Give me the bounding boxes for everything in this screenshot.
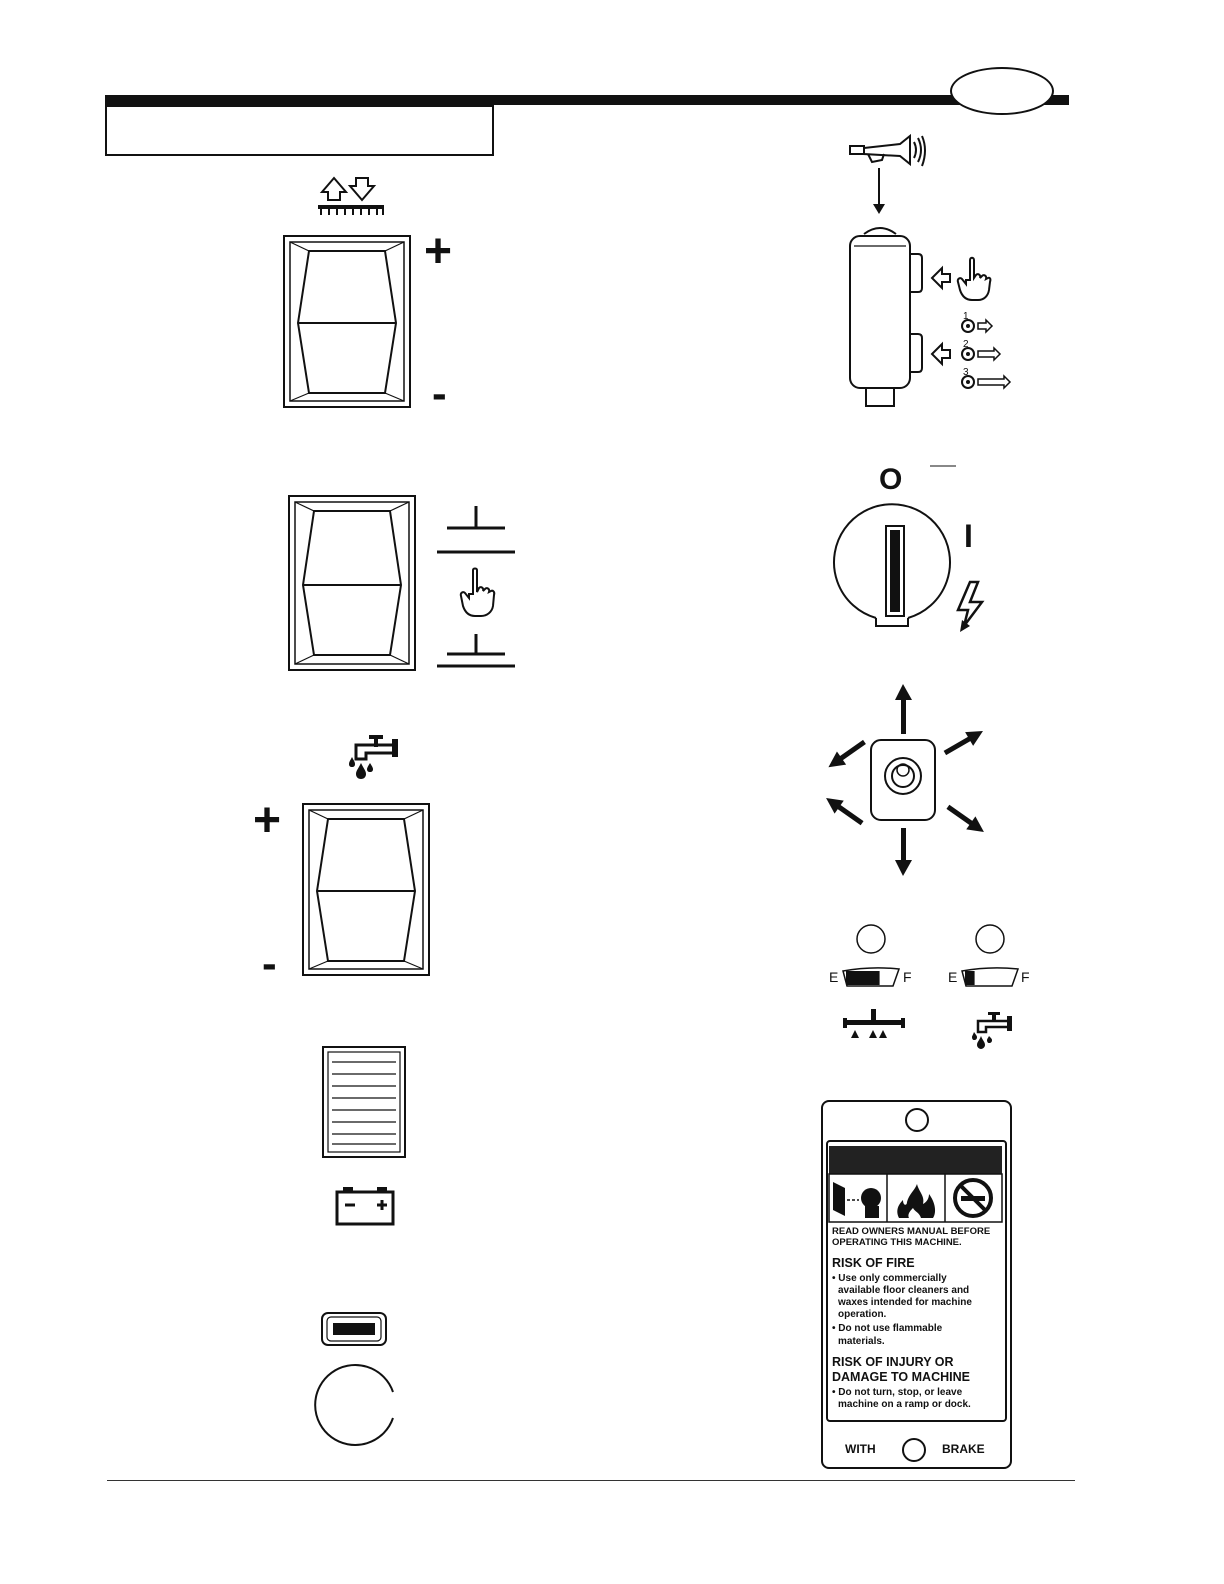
recovery-tank-indicator-light <box>856 924 886 954</box>
decal-fire-bullet-1c: waxes intended for machine <box>838 1297 972 1308</box>
decal-fire-bullet-1a: • Use only commercially <box>832 1273 947 1284</box>
decal-fire-bullet-1d: operation. <box>838 1309 887 1320</box>
squeegee-up-down-icon <box>437 506 515 668</box>
recovery-gauge-full-label: F <box>903 969 912 985</box>
footer-rule <box>107 1480 1075 1481</box>
battery-charge-meter <box>322 1046 406 1158</box>
decal-text-block: READ OWNERS MANUAL BEFORE OPERATING THIS… <box>832 1226 1002 1416</box>
warning-decal: READ OWNERS MANUAL BEFORE OPERATING THIS… <box>821 1100 1012 1469</box>
decal-warning-banner <box>829 1146 1002 1174</box>
solution-minus-label: - <box>262 939 277 988</box>
directional-joystick[interactable] <box>815 684 991 878</box>
page-marker-oval <box>950 67 1054 115</box>
solution-gauge-full-label: F <box>1021 969 1030 985</box>
decal-footer-left: WITH <box>845 1442 876 1456</box>
horn-arrow <box>873 168 885 214</box>
squeegee-rocker-switch[interactable] <box>288 495 416 671</box>
solution-tank-gauge <box>961 967 1020 987</box>
brush-pressure-minus-label: - <box>432 369 447 418</box>
hand-pointer-icon <box>459 567 496 617</box>
solution-tank-indicator-light <box>975 924 1005 954</box>
decal-read-line-1: READ OWNERS MANUAL BEFORE <box>832 1226 991 1237</box>
header-rule <box>105 95 1069 105</box>
solution-gauge-empty-label: E <box>948 969 958 985</box>
decal-fire-heading: RISK OF FIRE <box>832 1256 915 1270</box>
solution-tank-gauge-level-fill <box>965 971 975 985</box>
no-smoking-icon <box>953 1178 993 1218</box>
recovery-tank-squeegee-icon <box>843 1009 905 1038</box>
recovery-tank-gauge <box>842 967 901 987</box>
brush-up-down-icon <box>318 176 384 215</box>
speed-setting-3: 3 <box>963 367 969 378</box>
decal-bottom-hole <box>902 1438 926 1462</box>
decal-injury-heading-2: DAMAGE TO MACHINE <box>832 1370 970 1384</box>
key-switch[interactable] <box>832 465 956 634</box>
solution-faucet-icon <box>349 735 398 779</box>
key-switch-off-label: O <box>879 463 903 496</box>
decal-mount-hole <box>905 1108 929 1132</box>
battery-icon <box>335 1187 395 1226</box>
decal-fire-bullet-2a: • Do not use flammable <box>832 1323 943 1334</box>
fire-icon <box>897 1184 936 1218</box>
brush-pressure-rocker-switch[interactable] <box>283 235 411 408</box>
decal-injury-bullet-b: machine on a ramp or dock. <box>838 1399 971 1410</box>
horn-icon <box>849 133 926 167</box>
decal-pictograms <box>828 1173 1003 1223</box>
recovery-tank-gauge-level-fill <box>846 971 880 985</box>
solution-tank-faucet-icon <box>972 1012 1012 1049</box>
start-lightning-icon <box>956 580 985 632</box>
read-manual-icon <box>833 1182 881 1218</box>
solution-plus-label: + <box>253 794 282 847</box>
control-handle[interactable] <box>848 222 928 412</box>
brush-pressure-plus-label: + <box>424 225 453 278</box>
round-push-button[interactable] <box>313 1362 397 1446</box>
speed-select-icon <box>930 318 1012 390</box>
solution-flow-rocker-switch[interactable] <box>302 803 430 976</box>
hour-meter <box>321 1312 387 1346</box>
decal-fire-bullet-1b: available floor cleaners and <box>838 1285 970 1296</box>
speed-setting-2: 2 <box>963 339 969 350</box>
decal-read-line-2: OPERATING THIS MACHINE. <box>832 1237 962 1248</box>
horn-button-hand-icon <box>930 256 992 301</box>
decal-inner-panel <box>826 1140 1007 1422</box>
decal-injury-bullet-a: • Do not turn, stop, or leave <box>832 1387 963 1398</box>
key-switch-on-label: I <box>964 518 973 554</box>
decal-fire-bullet-2b: materials. <box>838 1336 885 1347</box>
section-title-box <box>105 105 494 156</box>
speed-setting-1: 1 <box>963 311 969 322</box>
decal-injury-heading-1: RISK OF INJURY OR <box>832 1355 954 1369</box>
recovery-gauge-empty-label: E <box>829 969 839 985</box>
decal-footer-right: BRAKE <box>942 1442 985 1456</box>
